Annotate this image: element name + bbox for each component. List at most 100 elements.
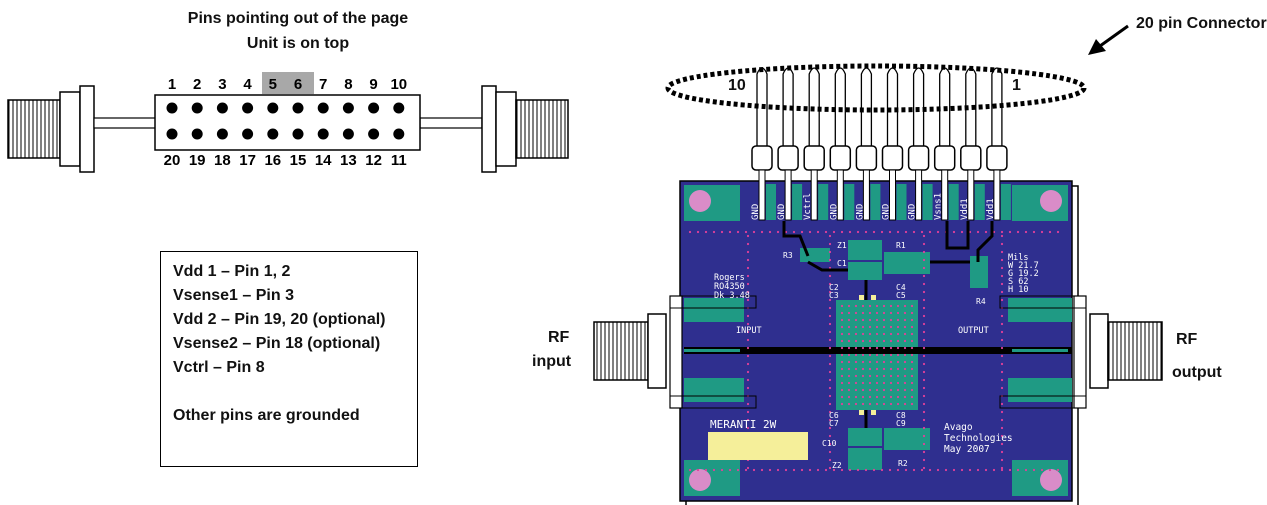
pin-dot [191, 128, 203, 140]
legend-line: Vctrl – Pin 8 [173, 359, 265, 376]
pin-number-16: 16 [264, 152, 282, 169]
component-label: R1 [896, 241, 906, 250]
pad-label: GND [829, 204, 839, 220]
pin-dot [191, 102, 203, 114]
vendor-label: Avago [944, 422, 973, 433]
legend-line: Vdd 1 – Pin 1, 2 [173, 263, 291, 280]
connector-pin-1-label: 1 [1012, 77, 1021, 94]
pin-legend: Vdd 1 – Pin 1, 2 Vsense1 – Pin 3 Vdd 2 –… [160, 251, 418, 467]
pin-dot [242, 128, 254, 140]
pad-label: Vctrl [803, 193, 813, 220]
pin-dot [166, 128, 178, 140]
rf-output-sma [1089, 313, 1163, 389]
pin-dot [267, 128, 279, 140]
board-traces [782, 221, 994, 428]
component-label: C6 [829, 411, 839, 420]
pin-number-7: 7 [319, 76, 328, 93]
component-label: C3 [829, 291, 839, 300]
pin-dot [368, 128, 380, 140]
component-label: C5 [896, 291, 906, 300]
pin-number-1: 1 [167, 76, 177, 93]
pin-diagram-title: Pins pointing out of the page [187, 10, 409, 27]
rf-input-label-2: input [532, 353, 572, 370]
pin-number-18: 18 [214, 152, 231, 169]
pin-dot [267, 102, 279, 114]
vendor-label: May 2007 [944, 444, 990, 455]
pin-number-19: 19 [188, 152, 206, 169]
pin-dots [166, 102, 405, 140]
material-label: Rogers [714, 273, 745, 283]
pin-dot [292, 102, 304, 114]
pin-dot [216, 128, 228, 140]
pin-number-9: 9 [369, 76, 378, 93]
pin-dot [393, 128, 405, 140]
product-label: MERANTI 2W [710, 418, 777, 431]
component-label: C4 [896, 283, 906, 292]
pin-diagram-subtitle: Unit is on top [246, 35, 350, 52]
material-label: RO4350 [714, 282, 745, 292]
pin-number-11: 11 [390, 152, 407, 169]
component-label: C1 [837, 259, 847, 268]
legend-line: Vsense2 – Pin 18 (optional) [173, 335, 381, 352]
connector-label: 20 pin Connector [1136, 15, 1267, 32]
pin-dot [342, 102, 354, 114]
legend-line: Vdd 2 – Pin 19, 20 (optional) [173, 311, 386, 328]
connector-highlight-ellipse [665, 63, 1087, 113]
input-label: INPUT [736, 326, 762, 336]
connector-pin [803, 67, 829, 221]
legend-line: Other pins are grounded [173, 407, 360, 424]
pin-number-15: 15 [289, 152, 307, 169]
pin-number-6: 6 [293, 76, 303, 93]
connector-pin [960, 67, 985, 221]
pad-label: Vdd1 [986, 198, 996, 220]
pin-number-17: 17 [239, 152, 256, 169]
pin-number-12: 12 [365, 152, 382, 169]
highlighted-pins [262, 72, 314, 94]
corner-mounting-holes [689, 190, 1062, 491]
mils-label: Mils [1008, 253, 1028, 263]
pin-number-13: 13 [340, 152, 357, 169]
right-sma-connector [419, 85, 569, 173]
connector-pin [777, 67, 803, 221]
rf-input-sma [593, 313, 667, 389]
rf-transmission-line [684, 347, 1072, 354]
rf-output-label-1: RF [1176, 331, 1198, 348]
pad-label: GND [777, 204, 787, 220]
pin-number-20: 20 [163, 152, 181, 169]
legend-spacer [173, 380, 405, 404]
pad-label: GND [882, 204, 892, 220]
connector-pin-10-label: 10 [728, 77, 746, 94]
mils-label: H 10 [1008, 285, 1028, 295]
component-label: C9 [896, 419, 906, 428]
pin-dot [292, 128, 304, 140]
legend-line: Vsense1 – Pin 3 [173, 287, 294, 304]
pin-number-3: 3 [218, 76, 227, 93]
vendor-label: Technologies [944, 433, 1013, 444]
rf-output-label-2: output [1172, 364, 1222, 381]
component-label: R3 [783, 251, 793, 260]
pad-label: GND [751, 204, 761, 220]
pad-label: GND [908, 204, 918, 220]
mils-label: G 19.2 [1008, 269, 1039, 279]
pin-number-14: 14 [314, 152, 332, 169]
connector-arrow [1088, 24, 1129, 55]
pin-dot [317, 128, 329, 140]
connector-pin [881, 67, 907, 221]
pin-dot [393, 102, 405, 114]
mils-label: S 62 [1008, 277, 1028, 287]
pin-dot [317, 102, 329, 114]
pad-label: Vsns1 [934, 193, 944, 220]
connector-pins [751, 67, 1011, 221]
pin-dot [342, 128, 354, 140]
component-label: C2 [829, 283, 839, 292]
output-label: OUTPUT [958, 326, 989, 336]
pad-label: GND [855, 204, 865, 220]
component-label: C7 [829, 419, 839, 428]
component-label: Z2 [832, 461, 842, 470]
component-label: C8 [896, 411, 906, 420]
pin-dot [216, 102, 228, 114]
pin-number-5: 5 [268, 76, 277, 93]
rf-input-label-1: RF [548, 329, 570, 346]
